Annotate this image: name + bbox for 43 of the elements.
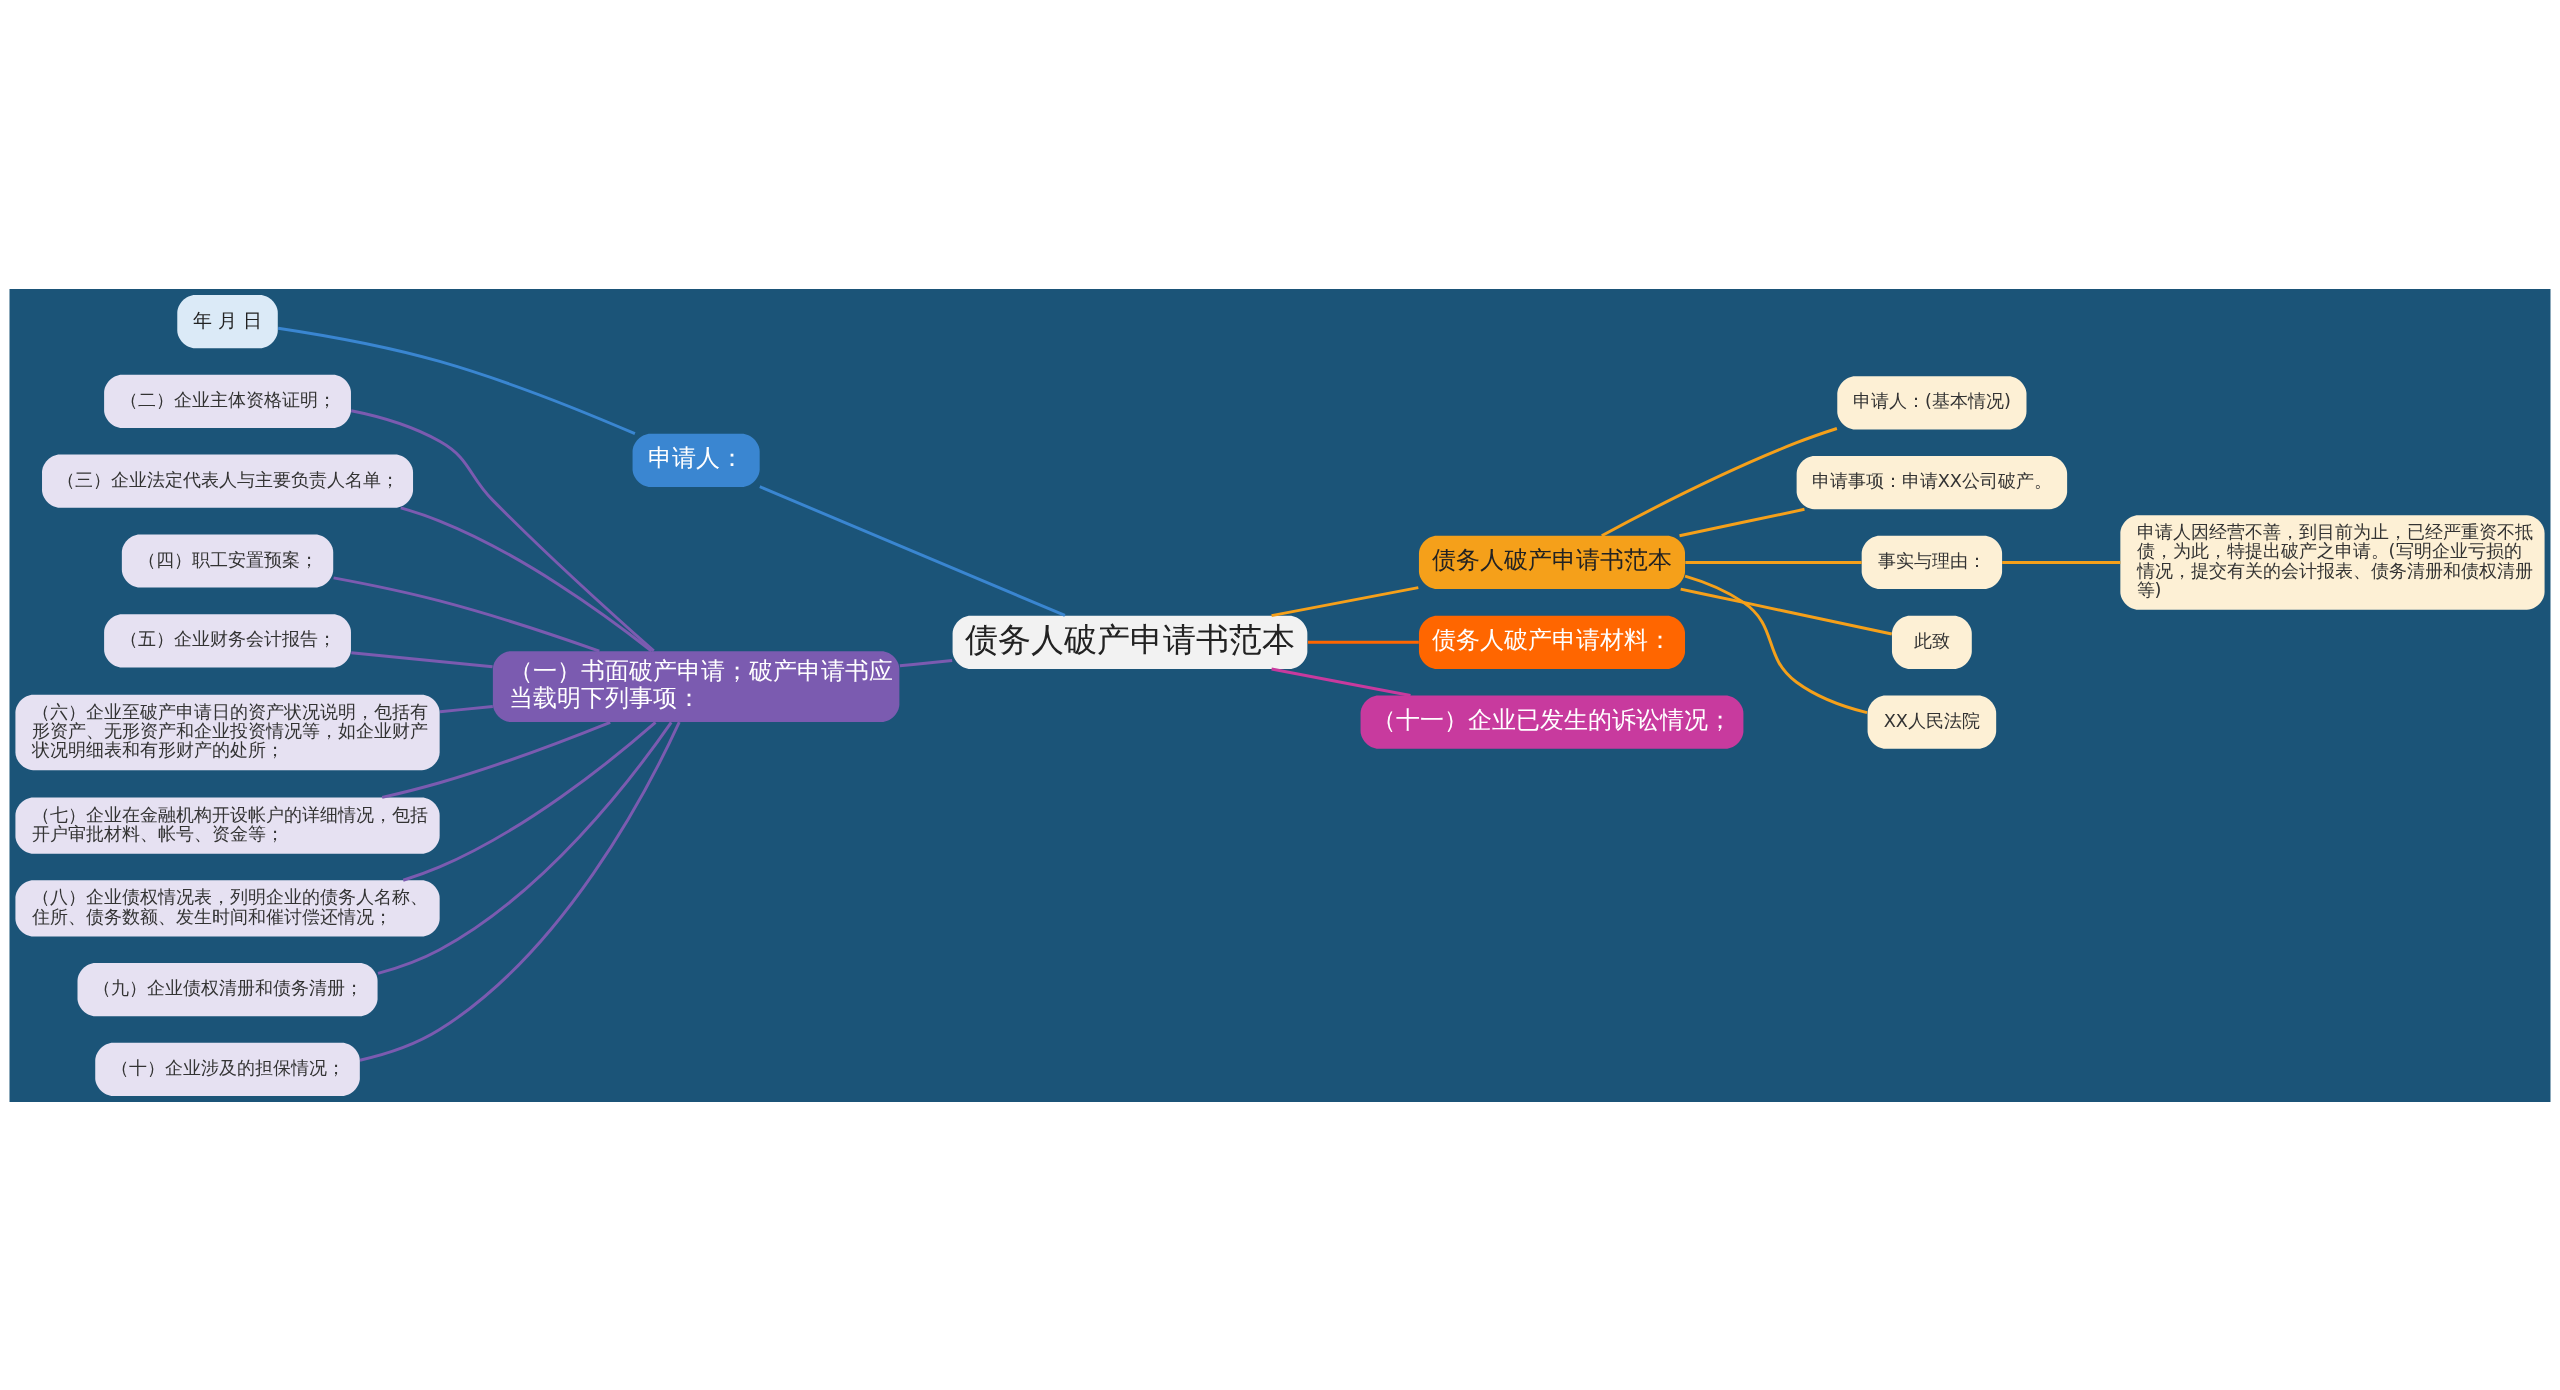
node-box: （九）企业债权清册和债务清册； xyxy=(77,962,378,1016)
connector xyxy=(400,505,653,652)
connector xyxy=(1684,574,1868,714)
node-box: （二）企业主体资格证明； xyxy=(104,374,351,428)
node-box: 申请事项：申请XX公司破产。 xyxy=(1796,455,2068,509)
connector xyxy=(1271,585,1419,617)
node-box: （十）企业涉及的担保情况； xyxy=(95,1042,360,1096)
connector xyxy=(1271,667,1411,697)
node-box: （一）书面破产申请；破产申请书应当载明下列事项： xyxy=(492,650,900,722)
connector xyxy=(1679,507,1805,537)
connector xyxy=(359,721,681,1062)
node-box: （八）企业债权情况表，列明企业的债务人名称、住所、债务数额、发生时间和催讨偿还情况； xyxy=(15,879,440,936)
connector xyxy=(439,704,493,713)
connector xyxy=(1601,426,1838,537)
connector xyxy=(1680,587,1893,635)
connector xyxy=(1307,640,1419,644)
connector xyxy=(351,650,493,668)
connector xyxy=(381,720,611,799)
node-box: （四）职工安置预案； xyxy=(121,533,334,588)
node-box: 申请人： xyxy=(632,433,760,487)
connector xyxy=(2002,560,2121,564)
node-box: 事实与理由： xyxy=(1861,535,2003,589)
node-box: 债务人破产申请材料： xyxy=(1418,615,1685,669)
node-box: 债务人破产申请书范本 xyxy=(952,615,1308,669)
connector xyxy=(333,575,600,652)
connector xyxy=(277,326,636,435)
node-box: （六）企业至破产申请日的资产状况说明，包括有形资产、无形资产和企业投资情况等，如企业财产状况明细表和有形财产的处所； xyxy=(15,694,440,770)
connector xyxy=(759,484,1066,617)
connector xyxy=(350,408,655,652)
node-box: 年 月 日 xyxy=(177,294,278,348)
node-box: 债务人破产申请书范本 xyxy=(1418,535,1685,589)
node-box: XX人民法院 xyxy=(1867,695,1997,749)
connector xyxy=(377,720,673,975)
connector xyxy=(1685,560,1862,564)
connector xyxy=(899,658,953,667)
node-box: （三）企业法定代表人与主要负责人名单； xyxy=(42,454,414,508)
node-box: （五）企业财务会计报告； xyxy=(104,613,351,667)
node-box: 申请人：(基本情况) xyxy=(1837,375,2027,429)
node-box: 此致 xyxy=(1891,615,1972,669)
node-box: （十一）企业已发生的诉讼情况； xyxy=(1360,695,1744,749)
connector xyxy=(402,720,657,882)
node-box: 申请人因经营不善，到目前为止，已经严重资不抵债，为此，特提出破产之申请。(写明企业亏损的情况，提交有关的会计报表、债务清册和债权清册等) xyxy=(2120,514,2545,610)
node-box: （七）企业在金融机构开设帐户的详细情况，包括开户审批材料、帐号、资金等； xyxy=(15,797,440,854)
